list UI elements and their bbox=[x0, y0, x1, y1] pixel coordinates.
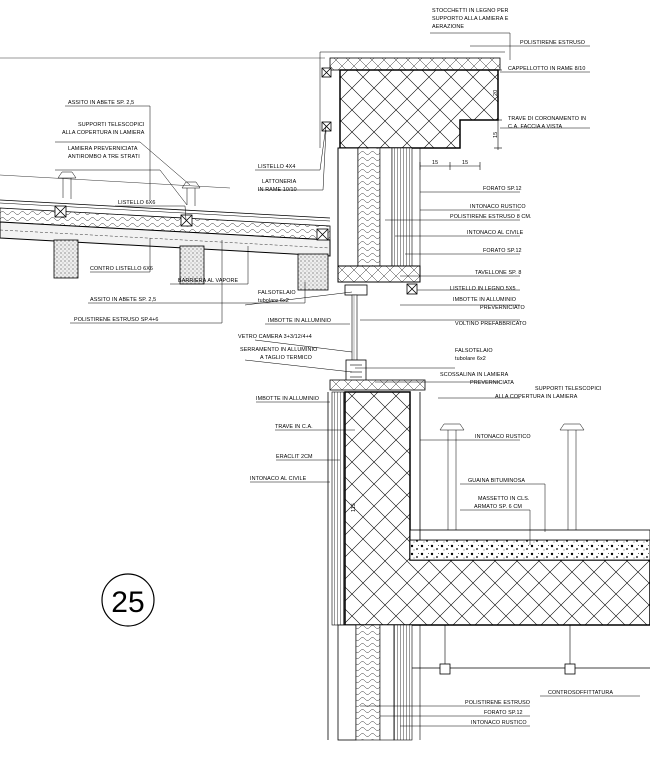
label-listello-5x5: LISTELLO IN LEGNO 5X5 bbox=[450, 286, 516, 292]
label-intonaco-rustico-b: INTONACO RUSTICO bbox=[475, 434, 531, 440]
lower-wall bbox=[337, 624, 650, 741]
label-controsoffittatura: CONTROSOFFITTATURA bbox=[548, 690, 613, 696]
label-vetro: VETRO CAMERA 3+3/12/4+4 bbox=[238, 334, 312, 340]
label-massetto-2: ARMATO SP. 6 CM bbox=[474, 504, 522, 510]
label-barriera: BARRIERA AL VAPORE bbox=[178, 278, 239, 284]
label-imbotte-alluminio-b: IMBOTTE IN ALLUMINIO bbox=[256, 396, 319, 402]
label-polistirene-8: POLISTIRENE ESTRUSO 8 CM. bbox=[450, 214, 532, 220]
label-trave-coronamento-2: C.A. FACCIA A VISTA bbox=[508, 124, 563, 130]
label-stocchetti-2: SUPPORTO ALLA LAMIERA E bbox=[432, 16, 509, 22]
dim-20: 20 bbox=[493, 90, 499, 96]
label-tavellone: TAVELLONE SP. 8 bbox=[475, 270, 521, 276]
label-trave-coronamento-1: TRAVE DI CORONAMENTO IN bbox=[508, 116, 586, 122]
label-polistirene-4-6: POLISTIRENE ESTRUSO SP.4+6 bbox=[74, 317, 158, 323]
label-listello-4x4: LISTELLO 4X4 bbox=[258, 164, 295, 170]
label-intonaco-civile-a: INTONACO AL CIVILE bbox=[467, 230, 524, 236]
label-intonaco-rustico-bottom: INTONACO RUSTICO bbox=[471, 720, 527, 726]
label-supporti-right-2: ALLA COPERTURA IN LAMIERA bbox=[495, 394, 578, 400]
label-stocchetti-1: STOCCHETTI IN LEGNO PER bbox=[432, 8, 508, 14]
label-polistirene-top: POLISTIRENE ESTRUSO bbox=[520, 40, 585, 46]
label-polistirene-bottom: POLISTIRENE ESTRUSO bbox=[465, 700, 530, 706]
label-serramento-2: A TAGLIO TERMICO bbox=[260, 355, 312, 361]
dim-15-vertical: 15 bbox=[493, 132, 499, 138]
label-forato-a: FORATO SP.12 bbox=[483, 186, 522, 192]
label-guaina: GUAINA BITUMINOSA bbox=[468, 478, 525, 484]
label-assito-top: ASSITO IN ABETE SP. 2,5 bbox=[68, 100, 134, 106]
label-falsotelaio-right-2: tubolare 6x2 bbox=[455, 356, 486, 362]
label-trave-ca: TRAVE IN C.A. bbox=[275, 424, 313, 430]
label-scossalina-2: PREVERNICIATA bbox=[470, 380, 514, 386]
drawing-number-circle: 25 bbox=[101, 573, 155, 627]
label-voltino: VOLTINO PREFABBRICATO bbox=[455, 321, 527, 327]
label-falsotelaio-right-1: FALSOTELAIO bbox=[455, 348, 493, 354]
leader-lines bbox=[55, 32, 640, 727]
labels: STOCCHETTI IN LEGNO PER SUPPORTO ALLA LA… bbox=[62, 8, 613, 726]
label-cappellotto: CAPPELLOTTO IN RAME 8/10 bbox=[508, 66, 586, 72]
label-contro-listello: CONTRO LISTELLO 6X6 bbox=[90, 266, 153, 272]
label-supporti-left-2: ALLA COPERTURA IN LAMIERA bbox=[62, 130, 145, 136]
dim-115: 115 bbox=[351, 503, 357, 512]
label-forato-b: FORATO SP.12 bbox=[483, 248, 522, 254]
label-lattoneria-2: IN RAME 10/10 bbox=[258, 187, 297, 193]
label-lattoneria-1: LATTONERIA bbox=[262, 179, 297, 185]
label-lamiera-1: LAMIERA PREVERNICIATA bbox=[68, 146, 138, 152]
label-intonaco-rustico-a: INTONACO RUSTICO bbox=[470, 204, 526, 210]
label-intonaco-civile-b: INTONACO AL CIVILE bbox=[250, 476, 307, 482]
label-imbotte-alluminio-a: IMBOTTE IN ALLUMINIO bbox=[268, 318, 331, 324]
label-serramento-1: SERRAMENTO IN ALLUMINIO bbox=[240, 347, 317, 353]
label-lamiera-2: ANTIROMBO A TRE STRATI bbox=[68, 154, 140, 160]
upper-wall bbox=[337, 147, 421, 295]
label-stocchetti-3: AERAZIONE bbox=[432, 24, 464, 30]
label-imbotte-prev-1: IMBOTTE IN ALLUMINIO bbox=[453, 297, 516, 303]
label-assito-bottom: ASSITO IN ABETE SP. 2,5 bbox=[90, 297, 156, 303]
window bbox=[344, 284, 368, 383]
dim-15-a: 15 bbox=[432, 160, 438, 166]
dimension-lines bbox=[344, 69, 502, 625]
label-supporti-left-1: SUPPORTI TELESCOPICI bbox=[78, 122, 145, 128]
label-listello-6x6: LISTELLO 6X6 bbox=[118, 200, 155, 206]
label-forato-bottom: FORATO SP.12 bbox=[484, 710, 523, 716]
label-eraclit: ERACLIT 2CM bbox=[276, 454, 313, 460]
label-imbotte-prev-2: PREVERNICIATO bbox=[480, 305, 525, 311]
label-supporti-right-1: SUPPORTI TELESCOPICI bbox=[535, 386, 602, 392]
label-falsotelaio-top-2: tubolare 6x2 bbox=[258, 298, 289, 304]
label-massetto-1: MASSETTO IN CLS. bbox=[478, 496, 530, 502]
sloped-roof bbox=[0, 171, 331, 291]
drawing-number: 25 bbox=[111, 586, 145, 619]
label-scossalina-1: SCOSSALINA IN LAMIERA bbox=[440, 372, 509, 378]
dim-15-b: 15 bbox=[462, 160, 468, 166]
label-falsotelaio-top-1: FALSOTELAIO bbox=[258, 290, 296, 296]
